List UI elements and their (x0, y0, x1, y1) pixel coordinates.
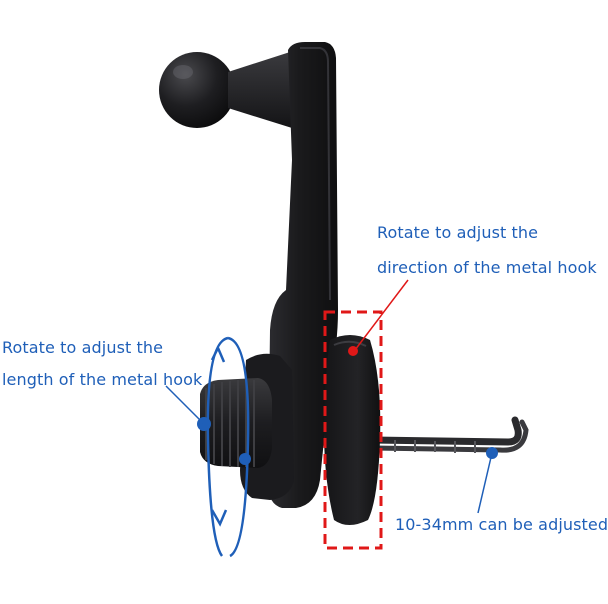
range-callout-line (477, 452, 493, 514)
ball-highlight (173, 65, 193, 79)
arm-edge-highlight (300, 47, 331, 301)
direction-callout-line (354, 279, 409, 351)
pad-rim (333, 340, 367, 347)
direction-callout-box (323, 310, 383, 550)
hook-length-caption-line1: Rotate to adjust the (2, 338, 164, 357)
hook-direction-caption-line2: direction of the metal hook (377, 258, 597, 277)
hook-length-caption-line2: length of the metal hook (2, 370, 203, 389)
metal-hook (368, 416, 529, 453)
rotating-pad (324, 335, 381, 525)
length-adjustment-knob (200, 378, 272, 468)
direction-callout-dot (348, 346, 358, 356)
rotation-arrow-ellipse (206, 336, 250, 558)
length-callout-line (165, 385, 204, 424)
hook-direction-caption-line1: Rotate to adjust the (377, 223, 539, 242)
knob-bottom-dot (239, 453, 251, 465)
ball-neck (228, 52, 292, 128)
clamp-range-caption: 10-34mm can be adjusted (395, 515, 608, 534)
ball-joint (159, 52, 235, 128)
